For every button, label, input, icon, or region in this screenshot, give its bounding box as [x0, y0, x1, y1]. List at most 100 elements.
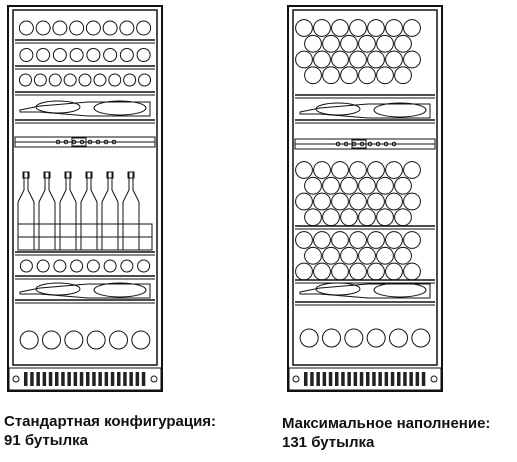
bottle-end — [376, 176, 394, 195]
vent-slot — [378, 372, 382, 386]
bottle-cap — [43, 171, 51, 179]
bottle-end — [376, 246, 394, 265]
vent-slot — [30, 372, 34, 386]
bottle-cap — [106, 171, 114, 179]
bottle-end — [19, 48, 34, 62]
bottle-end — [53, 259, 67, 273]
bottle-end — [103, 259, 117, 273]
bottle-end — [313, 19, 331, 37]
bottle-end — [295, 50, 313, 69]
vent-slot — [366, 372, 370, 386]
vent-slot — [390, 372, 395, 386]
bottle-end — [344, 328, 364, 348]
bottle-side — [35, 282, 81, 296]
bottle-side — [93, 282, 147, 298]
bottle-end — [295, 19, 313, 37]
vent-slot — [24, 372, 28, 386]
bottle-end — [340, 176, 358, 195]
vent-slot — [359, 372, 364, 386]
cabinet-outline — [287, 5, 443, 392]
bottle-end — [86, 330, 106, 350]
vent-slot — [335, 372, 339, 386]
bottle-end — [349, 262, 367, 281]
bottle-end — [93, 73, 107, 87]
bottle-side — [93, 100, 147, 116]
bottle-end — [340, 208, 358, 227]
vent-slot — [328, 372, 333, 386]
bottle-end — [64, 330, 84, 350]
bottle-end — [367, 231, 385, 249]
bottle-end — [331, 192, 349, 211]
temperature-display — [351, 139, 367, 149]
upright-bottle — [122, 171, 140, 251]
bottle-end — [331, 262, 349, 281]
bottle-end — [136, 48, 151, 62]
bottle-end — [313, 192, 331, 211]
bottle-end — [18, 73, 32, 87]
bottle-end — [304, 246, 322, 265]
bottle-end — [52, 48, 67, 62]
bottle-end — [358, 246, 376, 265]
base-plinth — [288, 367, 442, 391]
caption-standard-title: Стандартная конфигурация: — [4, 413, 217, 430]
bottle-end — [295, 161, 313, 179]
bottle-end — [349, 231, 367, 249]
bottle-end — [78, 73, 92, 87]
control-button — [335, 141, 341, 147]
bottle-end — [123, 73, 137, 87]
bottle-end — [331, 231, 349, 249]
bottle-cap — [64, 171, 72, 179]
control-button — [383, 141, 389, 147]
bottle-end — [367, 50, 385, 69]
bottle-end — [358, 176, 376, 195]
vent-slot — [61, 372, 65, 386]
bottle-end — [385, 161, 403, 179]
bottle-end — [411, 328, 431, 348]
bottle-end — [358, 208, 376, 227]
bottle-end — [385, 262, 403, 281]
control-button — [95, 139, 101, 145]
bottle-end — [403, 262, 421, 281]
bottle-end — [403, 161, 421, 179]
bottle-end — [349, 19, 367, 37]
door-frame — [12, 9, 158, 366]
bottle-end — [403, 19, 421, 37]
vent-slot — [67, 372, 71, 386]
bottle-side — [19, 283, 151, 299]
bottle-end — [313, 161, 331, 179]
bottle-end — [367, 262, 385, 281]
bottle-end — [304, 34, 322, 53]
bottle-end — [19, 259, 33, 273]
bottle-end — [108, 73, 122, 87]
fridge-standard-diagram — [7, 5, 163, 392]
bottle-end — [349, 192, 367, 211]
bottle-end — [376, 208, 394, 227]
bottle-end — [389, 328, 408, 348]
bottle-end — [322, 34, 340, 53]
bottle-side — [373, 282, 427, 298]
door-frame — [292, 9, 438, 366]
upright-bottle — [38, 171, 56, 251]
vent-slot — [73, 372, 78, 386]
caption-max: Максимальное наполнение: 131 бутылка — [282, 414, 490, 452]
bottle-end — [120, 259, 134, 273]
control-button — [87, 139, 93, 145]
control-button — [343, 141, 349, 147]
bottle-end — [394, 66, 412, 85]
bottle-end — [394, 208, 412, 227]
bottle-end — [103, 48, 118, 62]
caption-max-count: 131 бутылка — [282, 434, 375, 451]
bottle-end — [340, 246, 358, 265]
bottle-end — [358, 66, 376, 85]
control-button — [359, 141, 365, 147]
bottle-end — [36, 259, 50, 273]
caption-max-title: Максимальное наполнение: — [282, 415, 491, 432]
bottle-side — [315, 282, 361, 296]
vent-slot — [384, 372, 389, 386]
bottle-end — [63, 73, 77, 87]
vent-slot — [347, 372, 351, 386]
bottle-end — [33, 73, 47, 87]
control-button — [375, 141, 381, 147]
bottle-end — [322, 246, 340, 265]
base-plinth — [8, 367, 162, 391]
